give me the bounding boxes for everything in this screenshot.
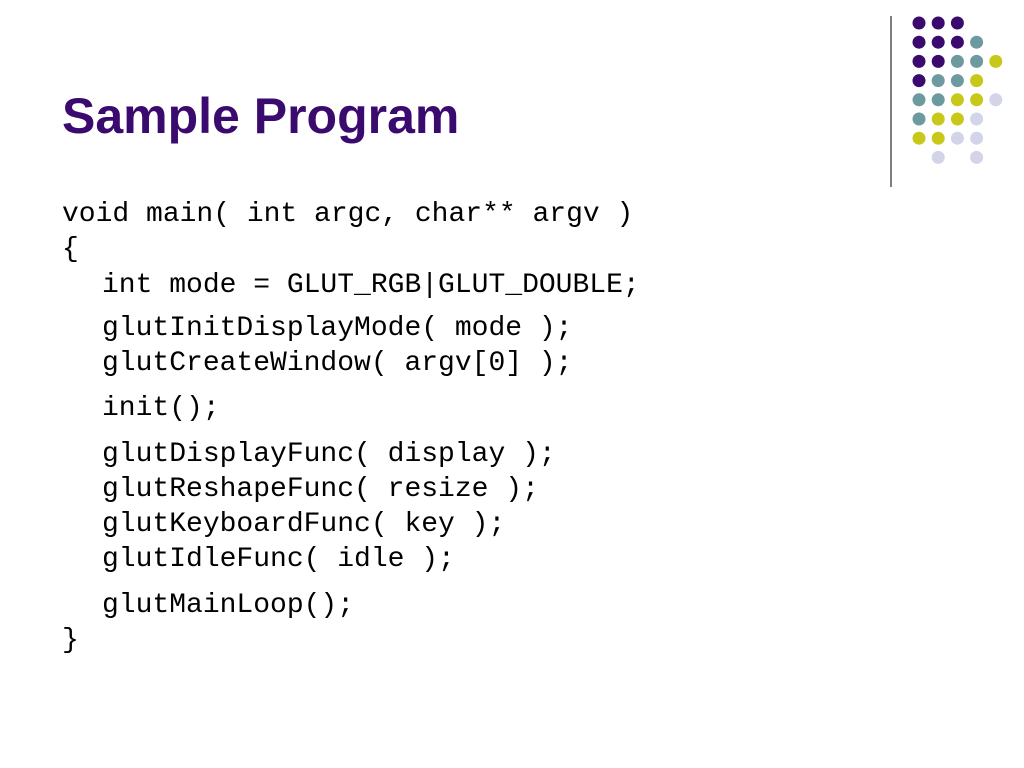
decorative-dot: [931, 16, 945, 30]
code-line: glutKeyboardFunc( key );: [102, 509, 506, 540]
code-line: glutIdleFunc( idle );: [102, 544, 455, 575]
decorative-dot: [912, 74, 926, 88]
decorative-dot-grid: [912, 16, 1003, 164]
decorative-dot: [950, 54, 964, 68]
decorative-dot: [931, 131, 945, 145]
decorative-dot: [931, 150, 945, 164]
decorative-dot: [950, 93, 964, 107]
decorative-dot: [950, 74, 964, 88]
decorative-dot: [912, 54, 926, 68]
vertical-divider: [890, 16, 892, 187]
decorative-dot: [970, 35, 984, 49]
code-line: int mode = GLUT_RGB|GLUT_DOUBLE;: [102, 270, 640, 301]
decorative-dot: [950, 16, 964, 30]
code-line: {: [62, 234, 79, 265]
decorative-dot: [931, 74, 945, 88]
decorative-dot: [912, 131, 926, 145]
code-line: glutDisplayFunc( display );: [102, 439, 556, 470]
code-line: init();: [102, 393, 220, 424]
code-line: glutReshapeFunc( resize );: [102, 474, 539, 505]
decorative-dot: [970, 74, 984, 88]
slide-title: Sample Program: [62, 88, 460, 144]
decorative-dot: [970, 54, 984, 68]
code-line: }: [62, 625, 79, 656]
code-line: void main( int argc, char** argv ): [62, 199, 634, 230]
decorative-dot: [931, 35, 945, 49]
decorative-dot: [989, 54, 1003, 68]
decorative-dot: [931, 93, 945, 107]
decorative-dot: [912, 112, 926, 126]
decorative-dot: [950, 35, 964, 49]
decorative-dot: [970, 150, 984, 164]
decorative-dot: [989, 93, 1003, 107]
decorative-dot: [912, 93, 926, 107]
decorative-dot: [970, 93, 984, 107]
decorative-dot: [970, 131, 984, 145]
code-line: glutMainLoop();: [102, 590, 355, 621]
decorative-dot: [950, 112, 964, 126]
code-line: glutInitDisplayMode( mode );: [102, 313, 573, 344]
decorative-dot: [950, 131, 964, 145]
decorative-dot: [970, 112, 984, 126]
decorative-dot: [931, 112, 945, 126]
code-line: glutCreateWindow( argv[0] );: [102, 348, 573, 379]
decorative-dot: [912, 16, 926, 30]
decorative-dot: [912, 35, 926, 49]
decorative-dot: [931, 54, 945, 68]
